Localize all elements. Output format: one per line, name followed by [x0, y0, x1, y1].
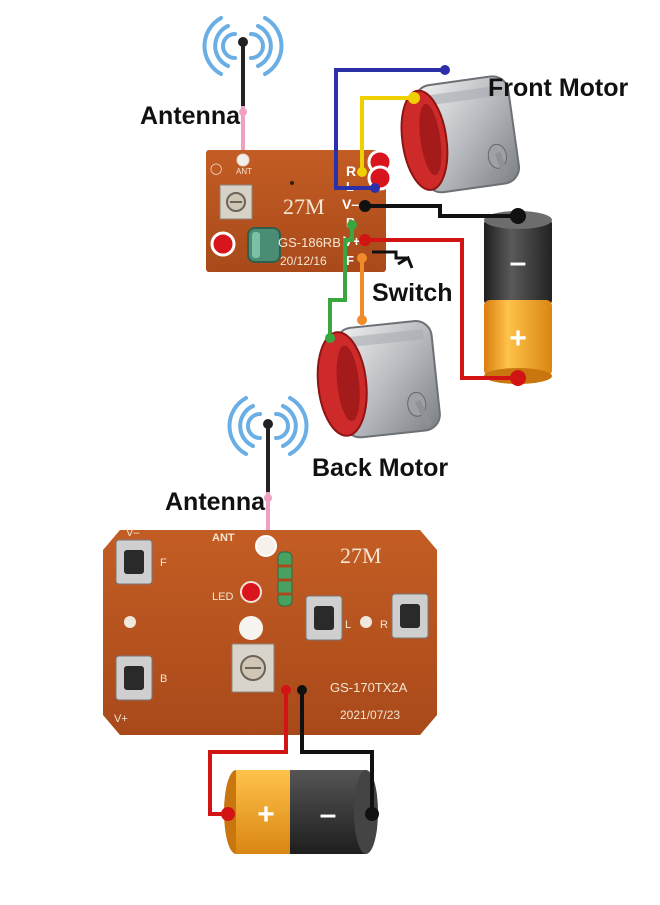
tx-pad-r-label: R [380, 619, 388, 631]
antenna-waves-icon [227, 396, 309, 456]
rx-pad-ant-label: ANT [236, 167, 252, 176]
tx-pad-vminus-label: V– [126, 527, 140, 539]
tx-date-label: 2021/07/23 [340, 708, 400, 722]
wire-black-rx [365, 204, 518, 218]
tx-pad-ant-label: ANT [212, 532, 235, 544]
rx-pad-r-label: R [346, 163, 356, 179]
tx-pad-f-label: F [160, 557, 167, 569]
back-motor [316, 315, 441, 439]
rx-pad-vminus-label: V– [342, 196, 359, 212]
transmitter-battery: + – [224, 770, 378, 854]
svg-text:◯: ◯ [210, 163, 222, 175]
label-back-motor: Back Motor [312, 454, 448, 482]
wire-blue [334, 68, 445, 190]
tx-battery-positive-half [236, 770, 298, 854]
tx-battery-minus-sign: – [320, 798, 337, 831]
label-antenna-top: Antenna [140, 102, 241, 130]
transmitter-board: 27M V– F B V+ ANT LED L R GS-170TX [103, 527, 437, 735]
tx-model-label: GS-170TX2A [330, 680, 408, 695]
rx-red-component-1 [210, 231, 236, 257]
tx-pad-led-label: LED [212, 591, 233, 603]
antenna-waves-icon [202, 16, 284, 76]
tx-pad-b-label: B [160, 673, 167, 685]
wire-green [328, 225, 354, 338]
rx-freq-label: 27M [283, 194, 325, 219]
rx-battery-plus-sign: + [509, 322, 527, 355]
tx-freq-label: 27M [340, 543, 382, 568]
rx-date-label: 20/12/16 [280, 254, 327, 268]
antenna-bottom [227, 396, 309, 538]
front-motor [400, 75, 521, 194]
rx-pad-f-label: F [346, 253, 354, 268]
antenna-tip [238, 37, 248, 47]
switch-icon [372, 250, 408, 260]
label-antenna-bottom: Antenna [165, 488, 266, 516]
rx-model-label: GS-186RB [278, 235, 341, 250]
wire-red-rx [365, 238, 518, 380]
wire-red-tx [208, 690, 288, 816]
label-switch: Switch [372, 279, 453, 307]
rx-battery-negative-half [484, 218, 552, 306]
rx-battery-minus-sign: – [510, 246, 527, 279]
tx-led-white [239, 616, 263, 640]
tx-pad-l-label: L [345, 619, 351, 631]
wire-yellow [360, 96, 414, 172]
rx-battery-positive-half [484, 300, 552, 376]
transmitter-pcb [103, 530, 437, 735]
tx-battery-negative-half [290, 770, 366, 854]
receiver-board: ANT ◯ 27M GS-186RB 20/12/16 R L V– B V+ … [206, 149, 393, 272]
wire-black-tx [300, 690, 374, 814]
label-front-motor: Front Motor [488, 74, 629, 102]
front-motor-shaft [495, 151, 509, 177]
tx-led-red [240, 581, 262, 603]
receiver-battery: – + [484, 211, 552, 384]
tx-battery-plus-sign: + [257, 798, 275, 831]
back-motor-shaft [414, 399, 432, 426]
tx-pad-vplus-label: V+ [114, 713, 128, 725]
antenna-top [202, 16, 284, 158]
